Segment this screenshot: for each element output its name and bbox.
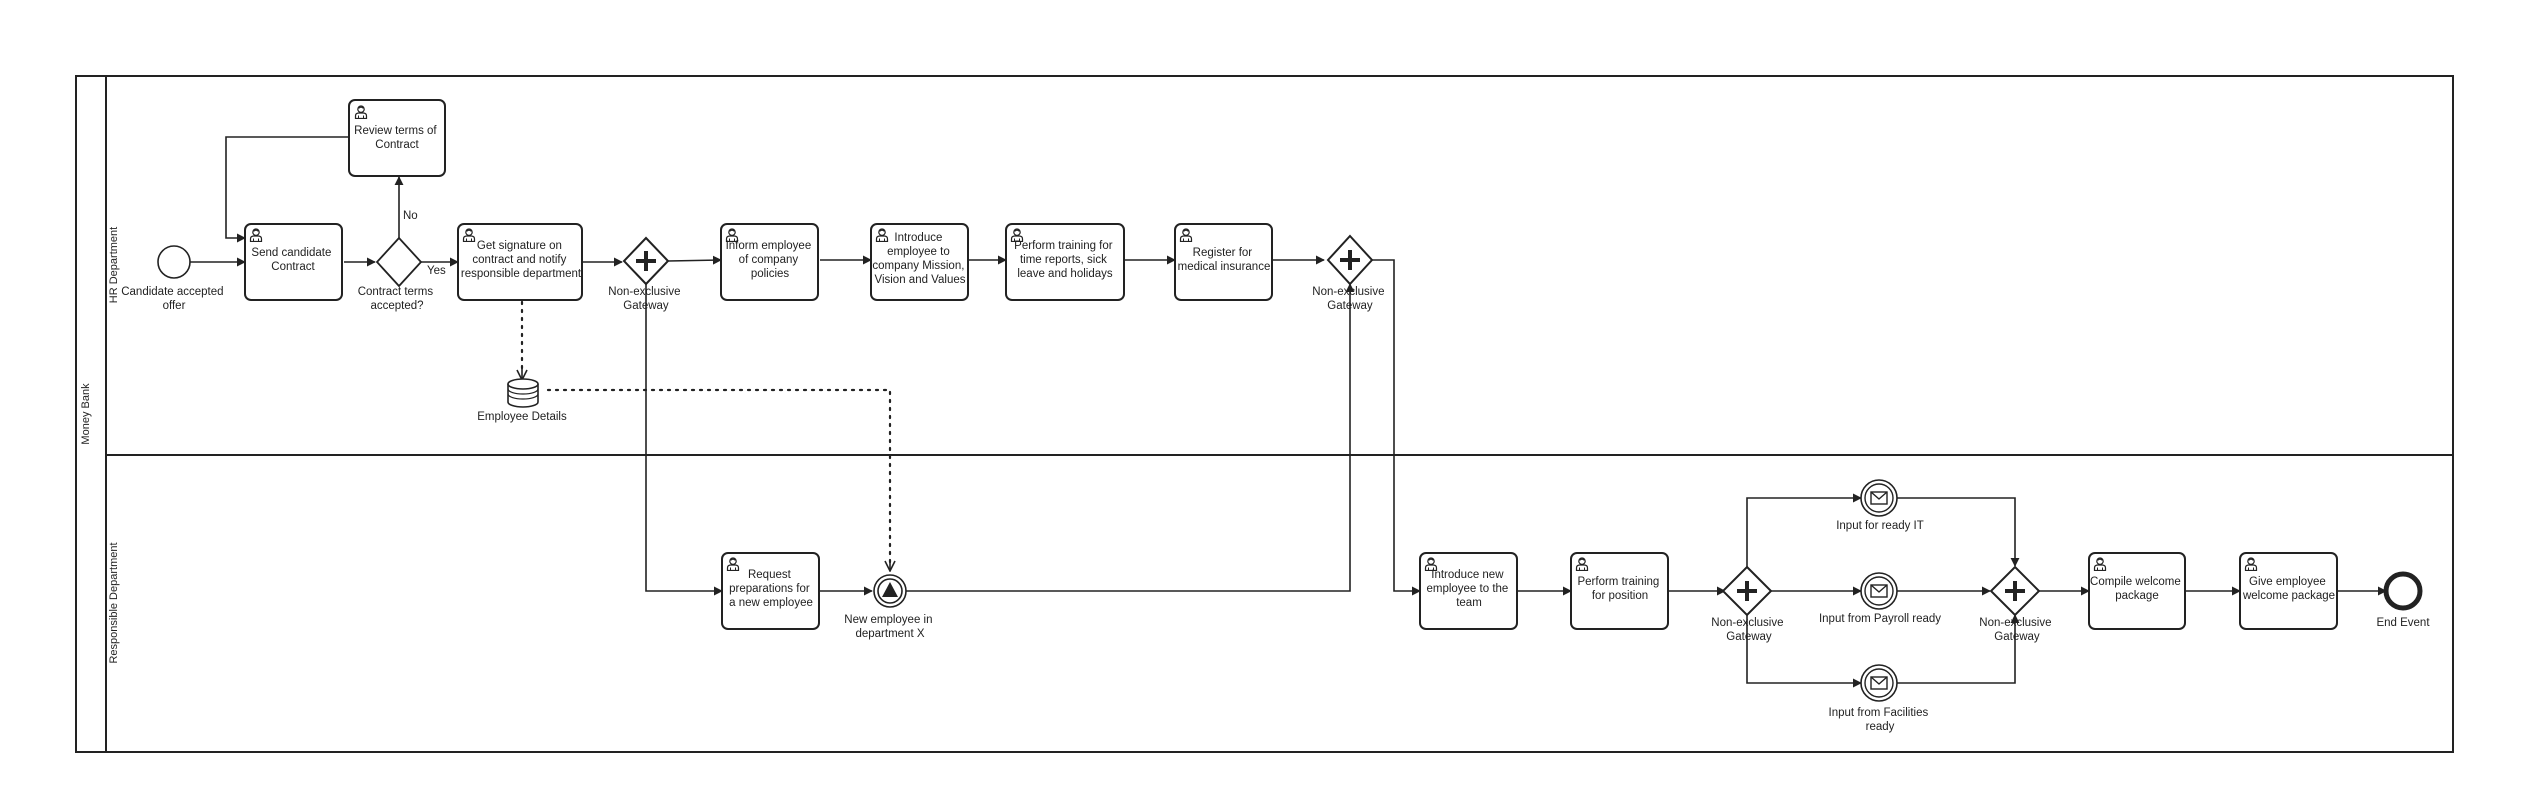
gateway-label: Non-exclusive Gateway (1312, 286, 1387, 312)
start-event[interactable]: Candidate accepted offer (121, 245, 227, 312)
data-store-label: Employee Details (477, 411, 567, 423)
task-review-contract[interactable]: Review terms of Contract (348, 99, 446, 177)
message-event-facilities[interactable]: Input from Facilities ready (1829, 664, 1932, 733)
task-label: Give employee welcome package (2242, 576, 2335, 602)
parallel-gateway-1[interactable]: Non-exclusive Gateway (608, 236, 683, 312)
task-give-package[interactable]: Give employee welcome package (2239, 552, 2338, 630)
task-label: Perform training for time reports, sick … (1014, 240, 1116, 280)
task-label: Register for medical insurance (1178, 247, 1271, 273)
task-label: Perform training for position (1577, 576, 1662, 602)
end-event-label: End Event (2376, 617, 2430, 629)
sequence-flows (190, 136, 2387, 688)
end-event[interactable]: End Event (2376, 571, 2430, 629)
task-label: Send candidate Contract (251, 247, 334, 273)
message-event-label: Input from Payroll ready (1819, 613, 1941, 625)
task-send-contract[interactable]: Send candidate Contract (244, 223, 343, 301)
task-label: Compile welcome package (2090, 576, 2184, 602)
pool: Money Bank HR Department Responsible Dep… (75, 75, 2454, 753)
task-compile-package[interactable]: Compile welcome package (2088, 552, 2186, 630)
start-event-label: Candidate accepted offer (121, 286, 227, 312)
task-label: Inform employee of company policies (726, 240, 815, 280)
task-introduce-team[interactable]: Introduce new employee to the team (1419, 552, 1518, 630)
message-event-label: Input for ready IT (1836, 520, 1924, 532)
data-store-employee-details[interactable]: Employee Details (477, 378, 567, 423)
gateway-label: Non-exclusive Gateway (1979, 617, 2054, 643)
flow-label-yes: Yes (427, 265, 446, 277)
signal-event-new-employee[interactable]: New employee in department X (844, 574, 935, 640)
exclusive-gateway[interactable]: Contract terms accepted? (358, 236, 437, 312)
event-label: New employee in department X (844, 614, 935, 640)
task-training-position[interactable]: Perform training for position (1570, 552, 1669, 630)
parallel-gateway-2[interactable]: Non-exclusive Gateway (1312, 234, 1387, 312)
data-associations (522, 300, 890, 571)
task-inform-policies[interactable]: Inform employee of company policies (720, 223, 819, 301)
parallel-gateway-3[interactable]: Non-exclusive Gateway (1711, 565, 1786, 643)
task-get-signature[interactable]: Get signature on contract and notify res… (457, 223, 583, 301)
task-perform-training[interactable]: Perform training for time reports, sick … (1005, 223, 1125, 301)
task-introduce-mission[interactable]: Introduce employee to company Mission, V… (870, 223, 969, 301)
flow-label-no: No (403, 210, 418, 222)
gateway-label: Non-exclusive Gateway (608, 286, 683, 312)
message-event-it[interactable]: Input for ready IT (1836, 479, 1924, 532)
lane-label-responsible: Responsible Department (108, 542, 120, 663)
task-label: Request preparations for a new employee (729, 569, 813, 609)
task-request-preparations[interactable]: Request preparations for a new employee (721, 552, 820, 630)
message-event-label: Input from Facilities ready (1829, 707, 1932, 733)
task-register-insurance[interactable]: Register for medical insurance (1174, 223, 1273, 301)
gateway-label: Non-exclusive Gateway (1711, 617, 1786, 643)
pool-label: Money Bank (80, 383, 92, 445)
lane-label-hr: HR Department (108, 227, 120, 303)
gateway-label: Contract terms accepted? (358, 286, 437, 312)
message-event-payroll[interactable]: Input from Payroll ready (1819, 572, 1941, 625)
parallel-gateway-4[interactable]: Non-exclusive Gateway (1979, 565, 2054, 643)
task-label: Introduce new employee to the team (1426, 569, 1511, 609)
task-label: Get signature on contract and notify res… (461, 240, 582, 280)
task-label: Review terms of Contract (354, 125, 440, 151)
task-label: Introduce employee to company Mission, V… (872, 232, 967, 286)
